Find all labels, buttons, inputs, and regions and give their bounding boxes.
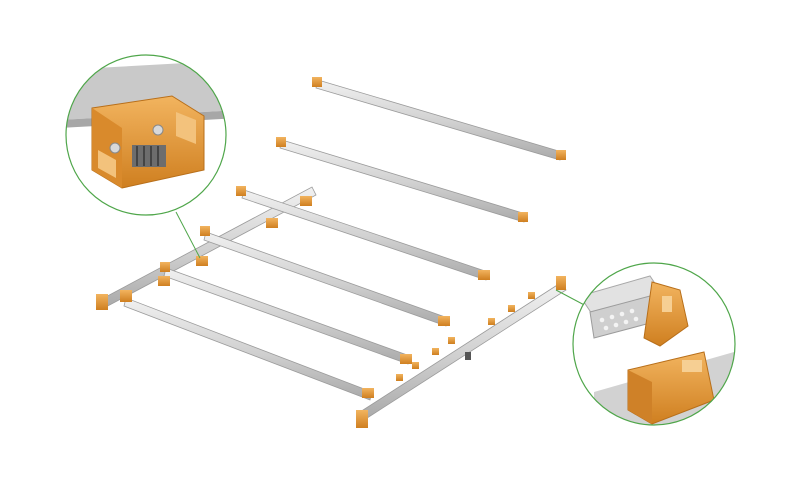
frame-front-rail: [356, 276, 567, 428]
installed-light-bar: [200, 218, 450, 327]
bracket-closeup-icon: [65, 54, 227, 216]
installed-light-bar: [160, 256, 412, 365]
installed-light-bar: [120, 276, 374, 401]
frame-left-rail: [96, 186, 317, 310]
connector-closeup-icon: [572, 262, 736, 426]
installed-light-bar: [236, 186, 490, 281]
loose-light-bar: [312, 77, 566, 161]
loose-light-bar: [276, 137, 528, 223]
